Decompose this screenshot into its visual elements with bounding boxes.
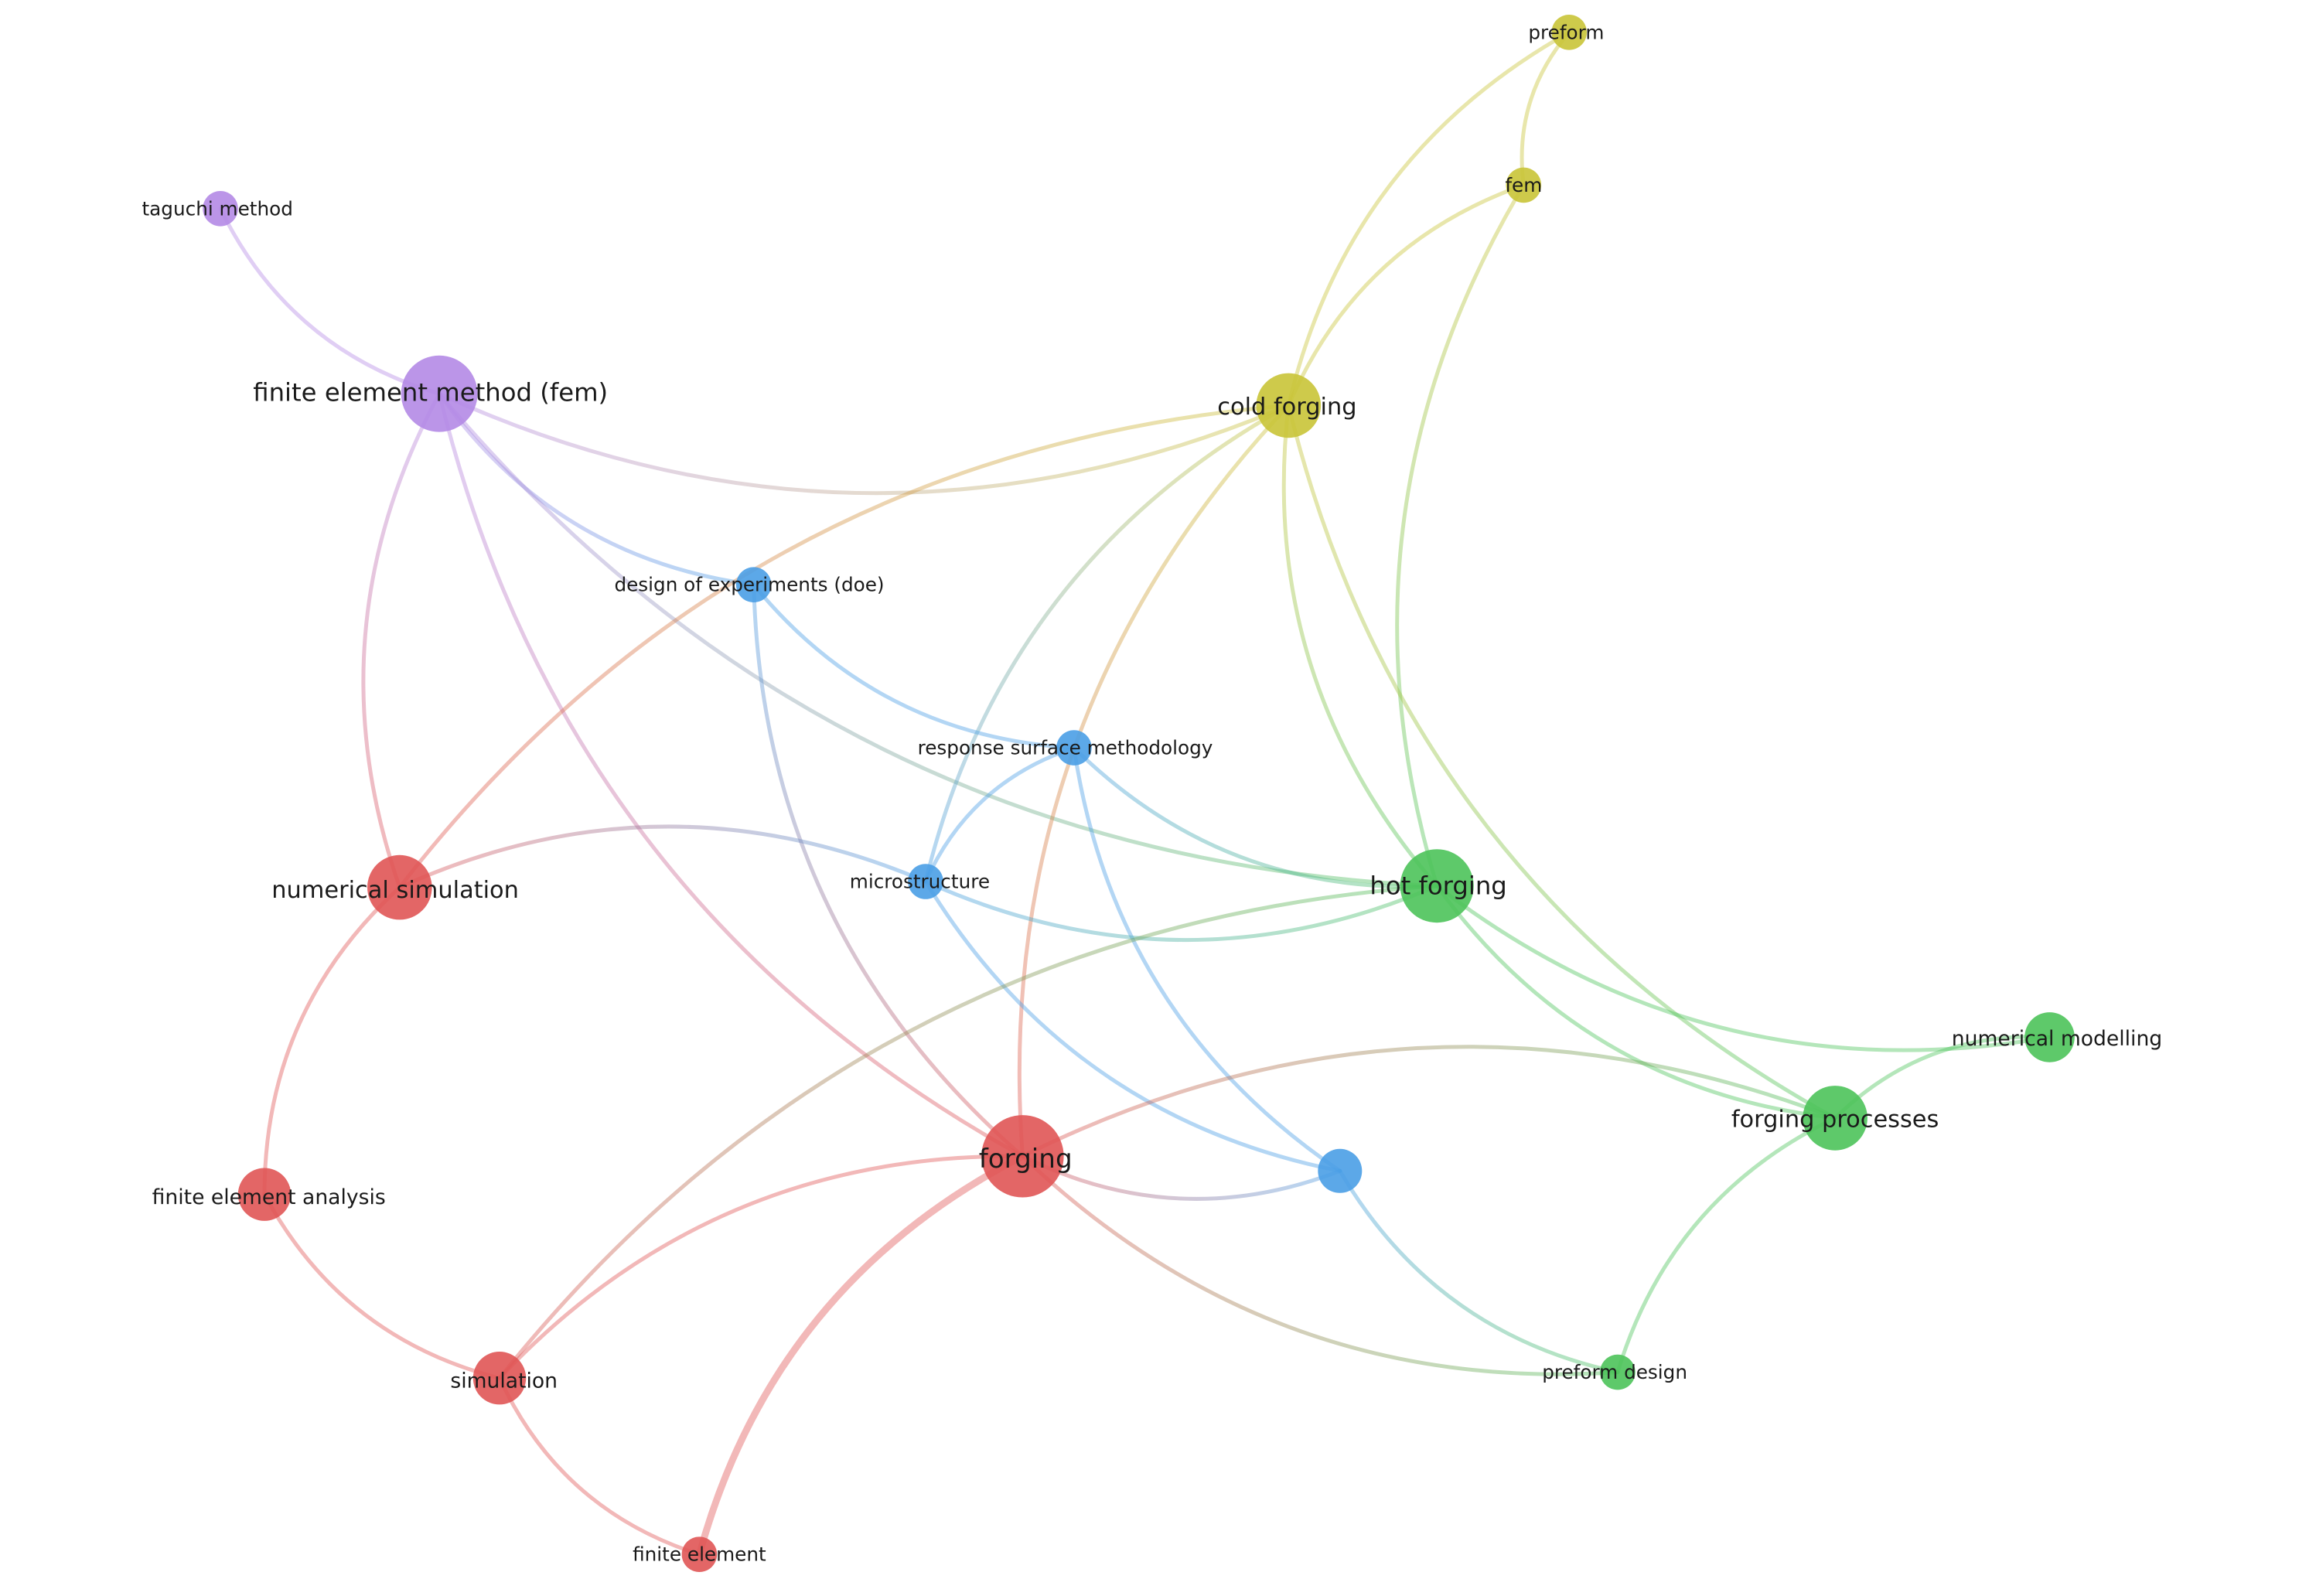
edge-hot-nummod	[1434, 884, 2052, 1052]
node-taguchi[interactable]	[203, 190, 238, 227]
edge-fp-pd	[1615, 1116, 1837, 1375]
edge-doe-rsm	[752, 582, 1076, 750]
node-preform[interactable]	[1551, 15, 1587, 50]
node-forging[interactable]	[981, 1115, 1064, 1198]
node-rsm[interactable]	[1056, 730, 1092, 766]
edge-forging-blue_unl	[1020, 1154, 1342, 1201]
node-label-sim: simulation	[450, 1369, 558, 1393]
node-label-numsim: numerical simulation	[271, 877, 519, 904]
node-label-femm: finite element method (fem)	[253, 377, 608, 407]
edge-forging-pd	[1020, 1154, 1620, 1376]
edge-hot-fp	[1434, 884, 1837, 1120]
node-label-rsm: response surface methodology	[918, 737, 1213, 759]
node-label-doe: design of experiments (doe)	[614, 574, 884, 596]
node-hot[interactable]	[1400, 849, 1474, 923]
node-fp[interactable]	[1803, 1086, 1868, 1151]
edge-sim-fe	[497, 1376, 701, 1557]
node-fem[interactable]	[1506, 167, 1542, 203]
node-label-fp: forging processes	[1731, 1106, 1939, 1133]
edge-hot-sim	[497, 884, 1439, 1380]
node-label-micro: microstructure	[850, 871, 990, 893]
edge-micro-blue_unl	[923, 879, 1342, 1173]
edge-preform-fem	[1520, 30, 1571, 187]
edge-femm-hot	[437, 391, 1439, 888]
node-label-pd: preform design	[1542, 1361, 1687, 1383]
node-numsim[interactable]	[367, 854, 432, 920]
edge-cold-fp	[1286, 403, 1837, 1120]
node-label-fea: finite element analysis	[152, 1185, 386, 1209]
edge-micro-hot	[923, 879, 1439, 943]
edge-fem-cold	[1286, 182, 1526, 408]
edge-rsm-blue_unl	[1072, 745, 1342, 1173]
edge-blue_unl-pd	[1338, 1168, 1620, 1375]
node-cold[interactable]	[1256, 373, 1322, 438]
node-nummod[interactable]	[2024, 1012, 2075, 1062]
edge-layer	[218, 30, 2052, 1558]
edge-preform-cold	[1286, 30, 1571, 408]
edge-femm-cold	[437, 391, 1291, 496]
edge-femm-numsim	[361, 391, 442, 890]
label-layer: preform fem taguchi method finite element m…	[142, 21, 2163, 1565]
node-femm[interactable]	[401, 355, 478, 432]
node-label-forging: forging	[979, 1144, 1073, 1175]
node-label-taguchi: taguchi method	[142, 197, 293, 220]
edge-rsm-hot	[1072, 745, 1439, 889]
edge-femm-forging	[437, 391, 1025, 1158]
node-micro[interactable]	[908, 864, 943, 899]
node-label-cold: cold forging	[1217, 394, 1356, 421]
node-label-fem: fem	[1505, 174, 1542, 196]
edge-numsim-fea	[262, 885, 402, 1197]
edge-fea-sim	[262, 1192, 502, 1380]
node-fe[interactable]	[681, 1536, 718, 1572]
node-label-preform: preform	[1528, 21, 1604, 43]
edge-cold-micro	[923, 403, 1291, 884]
edge-taguchi-femm	[218, 206, 442, 396]
node-pd[interactable]	[1600, 1354, 1636, 1390]
edge-cold-forging	[1017, 403, 1291, 1158]
node-sim[interactable]	[472, 1352, 527, 1405]
node-doe[interactable]	[735, 567, 772, 602]
edge-forging-sim	[497, 1154, 1025, 1380]
edge-fem-hot	[1395, 182, 1526, 888]
edge-forging-fe	[695, 1152, 1026, 1558]
node-fea[interactable]	[237, 1168, 292, 1221]
edge-cold-numsim	[397, 403, 1291, 890]
edge-rsm-micro	[923, 745, 1076, 884]
edge-micro-numsim	[397, 824, 928, 890]
edge-femm-doe	[437, 391, 756, 587]
node-label-hot: hot forging	[1370, 871, 1506, 901]
node-label-fe: finite element	[633, 1543, 766, 1566]
node-label-nummod: numerical modelling	[1952, 1027, 2162, 1051]
edge-doe-forging	[752, 582, 1025, 1158]
edge-fp-forging	[1020, 1045, 1837, 1158]
edge-cold-hot	[1281, 403, 1439, 888]
node-layer	[203, 15, 2075, 1572]
node-blue_unl[interactable]	[1318, 1148, 1363, 1193]
